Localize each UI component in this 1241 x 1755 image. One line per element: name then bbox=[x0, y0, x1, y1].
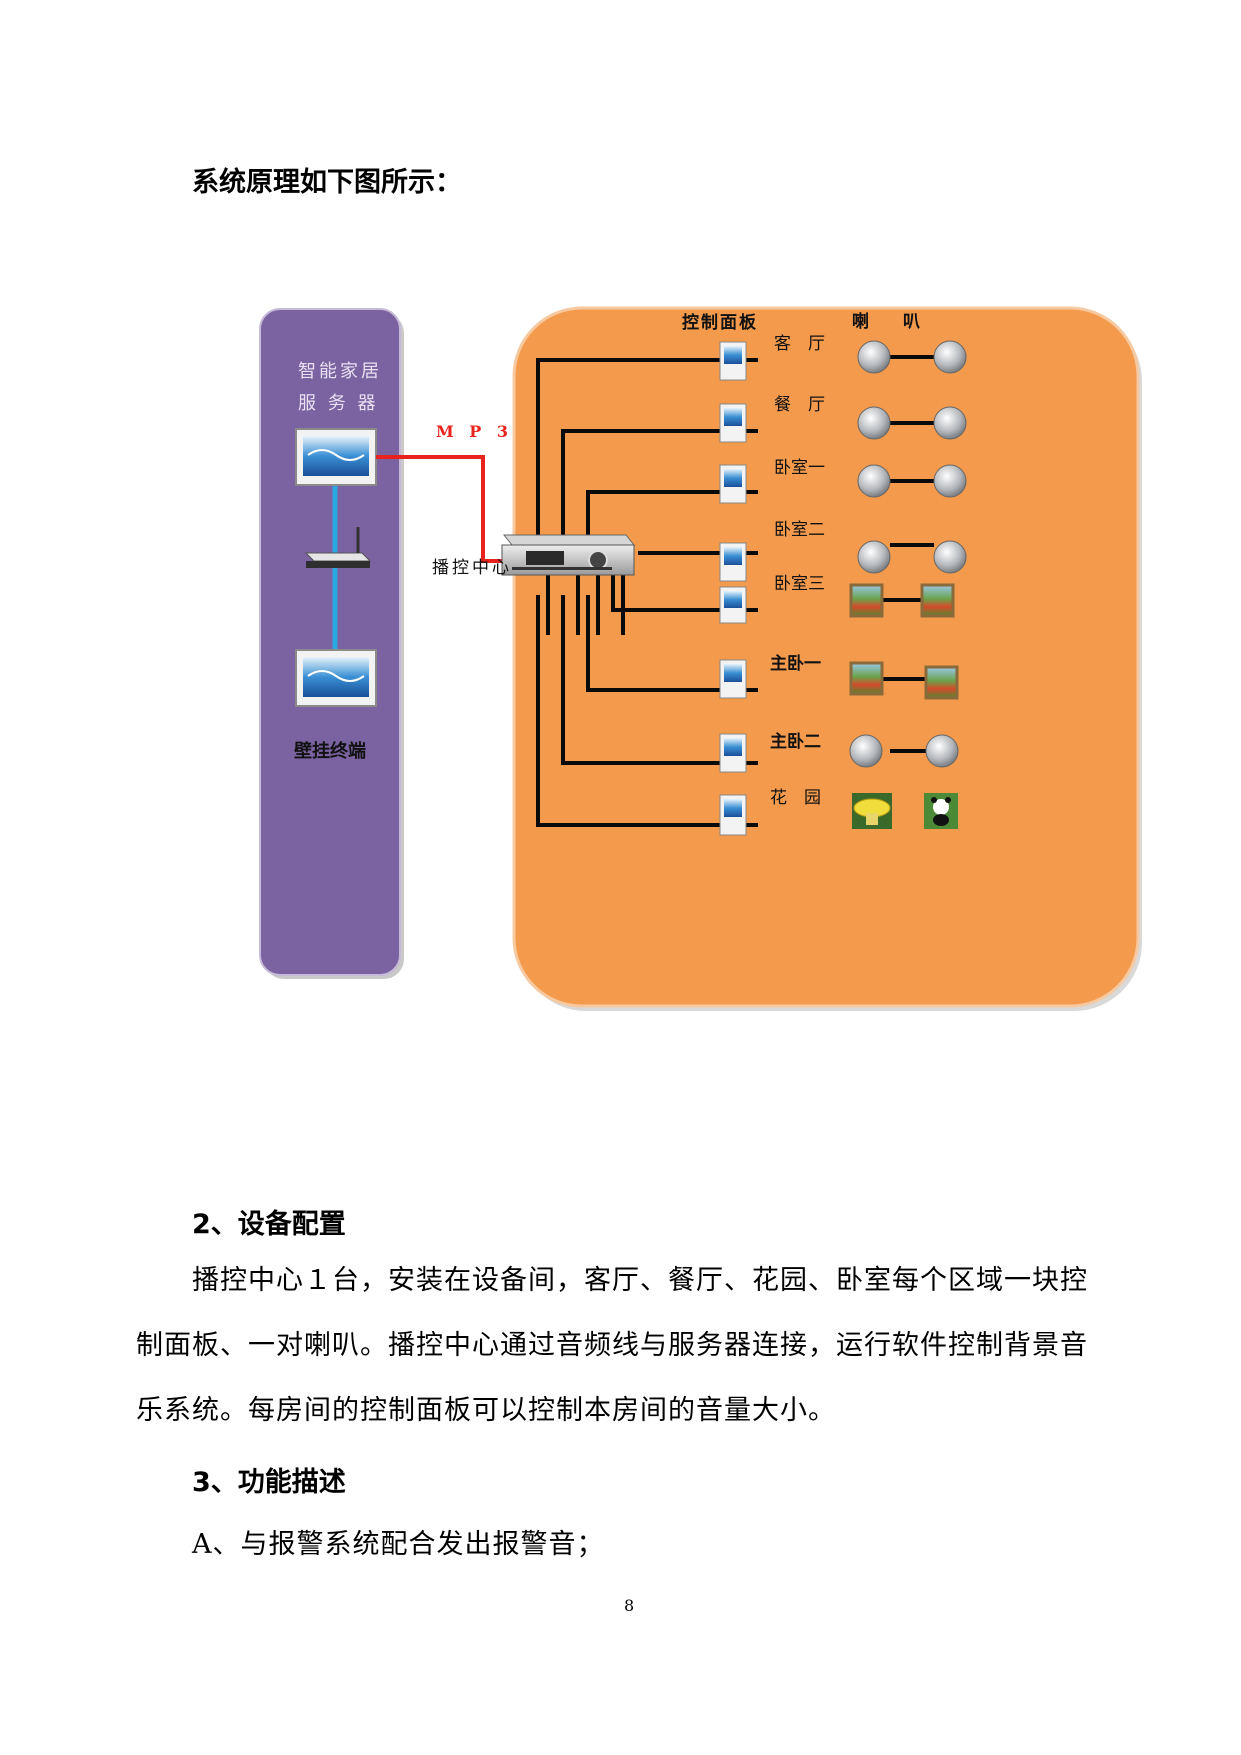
room-row-bedroom-2: 卧室二 bbox=[719, 520, 967, 582]
room-label: 卧室三 bbox=[774, 574, 825, 594]
ceiling-speaker-icon bbox=[933, 464, 967, 498]
room-row-bedroom-3: 卧室三 bbox=[719, 574, 955, 624]
control-center-amplifier-icon bbox=[501, 534, 636, 576]
section3-item-a: A、与报警系统配合发出报警音； bbox=[192, 1529, 605, 1560]
page-number: 8 bbox=[624, 1596, 635, 1615]
control-panel-header: 控制面板 bbox=[682, 312, 758, 333]
room-row-dining-room: 餐 厅 bbox=[719, 395, 967, 443]
server-touch-screen-icon bbox=[295, 428, 377, 486]
router-icon bbox=[304, 527, 372, 568]
ceiling-speaker-icon bbox=[933, 340, 967, 374]
ceiling-speaker-icon bbox=[925, 734, 959, 768]
room-label: 卧室一 bbox=[774, 458, 825, 478]
control-center-label: 播控中心 bbox=[432, 558, 512, 578]
server-label-line2: 服 务 器 bbox=[298, 393, 378, 414]
system-diagram: 智能家居 服 务 器 壁挂终端 M P 3 bbox=[259, 306, 1142, 1011]
mp3-label: M P 3 bbox=[436, 422, 513, 441]
room-row-living-room: 客 厅 bbox=[719, 334, 967, 381]
ceiling-speaker-icon bbox=[849, 734, 883, 768]
picture-speaker-icon bbox=[924, 665, 959, 700]
mushroom-speaker-icon bbox=[852, 793, 892, 829]
room-row-master-bedroom-2: 主卧二 bbox=[719, 731, 959, 773]
wall-terminal-icon bbox=[295, 649, 377, 707]
room-label: 卧室二 bbox=[774, 520, 825, 540]
section2-body: 播控中心１台，安装在设备间，客厅、餐厅、花园、卧室每个区域一块控 制面板、一对喇… bbox=[136, 1248, 1146, 1443]
panda-speaker-icon bbox=[924, 793, 958, 829]
picture-speaker-icon bbox=[849, 583, 884, 618]
ceiling-speaker-icon bbox=[857, 406, 891, 440]
intro-heading: 系统原理如下图所示： bbox=[192, 167, 462, 198]
speaker-header: 喇 叭 bbox=[852, 311, 920, 332]
ceiling-speaker-icon bbox=[857, 464, 891, 498]
room-row-bedroom-1: 卧室一 bbox=[719, 458, 967, 504]
picture-speaker-icon bbox=[849, 661, 884, 696]
room-label: 主卧一 bbox=[770, 653, 821, 674]
room-label: 客 厅 bbox=[774, 334, 825, 354]
room-label: 餐 厅 bbox=[774, 395, 825, 415]
ceiling-speaker-icon bbox=[857, 540, 891, 574]
server-label-line1: 智能家居 bbox=[298, 361, 382, 382]
section2-line: 制面板、一对喇叭。播控中心通过音频线与服务器连接，运行软件控制背景音 bbox=[136, 1330, 1088, 1361]
picture-speaker-icon bbox=[920, 583, 955, 618]
ceiling-speaker-icon bbox=[933, 406, 967, 440]
room-row-garden: 花 园 bbox=[719, 788, 958, 836]
wall-terminal-label: 壁挂终端 bbox=[294, 740, 366, 762]
ceiling-speaker-icon bbox=[933, 540, 967, 574]
wiring bbox=[536, 358, 758, 827]
ceiling-speaker-icon bbox=[857, 340, 891, 374]
room-panel bbox=[512, 306, 1140, 1008]
room-row-master-bedroom-1: 主卧一 bbox=[719, 653, 959, 700]
section2-line: 乐系统。每房间的控制面板可以控制本房间的音量大小。 bbox=[136, 1395, 836, 1426]
section2-heading: 2、设备配置 bbox=[192, 1209, 346, 1240]
section2-line: 播控中心１台，安装在设备间，客厅、餐厅、花园、卧室每个区域一块控 bbox=[136, 1265, 1088, 1296]
room-label: 主卧二 bbox=[770, 731, 821, 752]
room-label: 花 园 bbox=[770, 788, 821, 808]
section3-heading: 3、功能描述 bbox=[192, 1467, 346, 1498]
